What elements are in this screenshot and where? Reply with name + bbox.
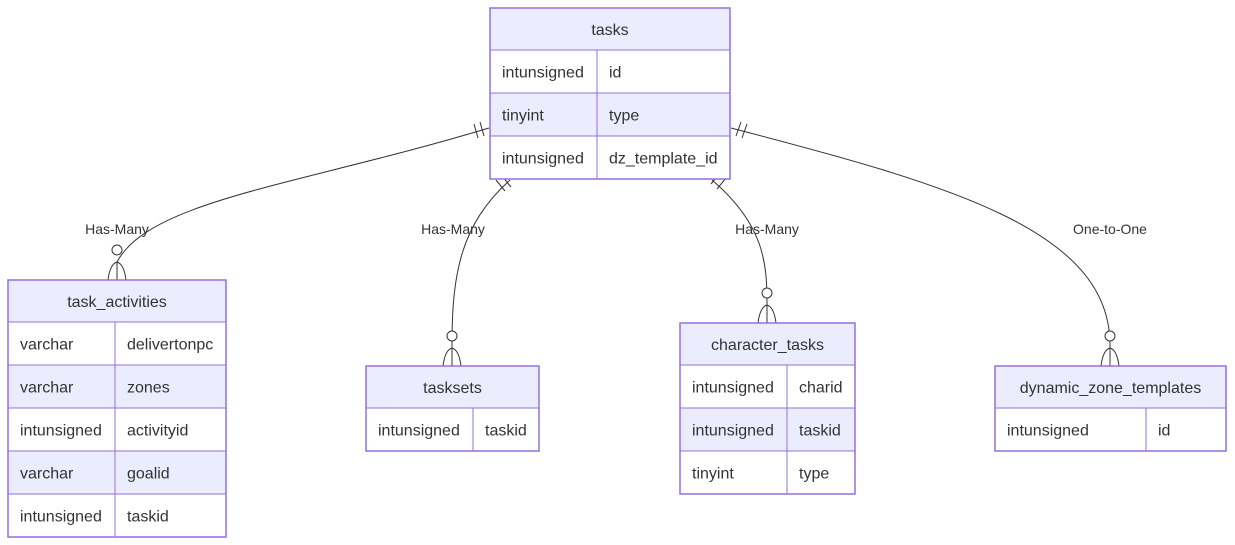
entities: tasks intunsigned id tinyint type intunsigned… [7,7,1227,538]
entity-character-tasks: character_tasks intunsigned charid intunsig… [679,322,856,495]
entity-header [490,8,730,50]
cardinality-markers [107,121,1120,367]
relationship-lines [116,127,1111,366]
attribute-row [8,322,226,365]
attribute-row [8,408,226,451]
entity-border [994,365,1227,452]
attribute-name: taskid [127,509,169,526]
attribute-type: varchar [20,337,74,354]
rel-line-tasks-tasksets [451,179,511,366]
attribute-type: intunsigned [502,151,584,168]
attribute-type: varchar [20,466,74,483]
entity-title: character_tasks [711,337,824,354]
attribute-name: zones [127,380,170,397]
rel-label-tasks-task-activities: Has-Many [85,221,149,237]
zero-many-marker [1100,330,1120,367]
attribute-row [8,494,226,537]
rel-line-tasks-character-tasks [711,179,768,323]
relationship-labels: Has-Many Has-Many Has-Many One-to-One [85,221,1147,237]
attribute-name: dz_template_id [609,151,718,168]
attribute-type: tinyint [692,466,734,483]
entity-border [365,365,540,452]
attribute-name: type [799,466,829,483]
attribute-type: tinyint [502,108,544,125]
attribute-row [490,136,730,179]
entity-header [366,366,539,408]
entity-tasks: tasks intunsigned id tinyint type intunsigned… [489,7,731,180]
entity-border [679,322,856,495]
entity-header [8,280,226,322]
entity-dynamic-zone-templates: dynamic_zone_templates intunsigned id [994,365,1227,452]
rel-label-tasks-character-tasks: Has-Many [735,221,799,237]
entity-title: task_activities [67,294,167,311]
attribute-name: id [609,65,621,82]
entity-title: tasks [591,22,628,39]
rel-label-tasks-dynamic-zone-templates: One-to-One [1073,221,1147,237]
attribute-name: taskid [799,423,841,440]
attribute-row [680,408,855,451]
attribute-name: goalid [127,466,170,483]
attribute-name: delivertonpc [127,337,213,354]
attribute-row [490,50,730,93]
entity-title: tasksets [423,380,482,397]
attribute-type: intunsigned [692,380,774,397]
zero-many-marker [107,244,127,281]
zero-many-marker [442,330,462,367]
attribute-row [366,408,539,451]
attribute-name: id [1158,423,1170,440]
attribute-row [8,451,226,494]
zero-many-marker [757,287,777,324]
entity-tasksets: tasksets intunsigned taskid [365,365,540,452]
attribute-type: varchar [20,380,74,397]
rel-line-tasks-dynamic-zone-templates [730,127,1111,366]
rel-label-tasks-tasksets: Has-Many [421,221,485,237]
attribute-type: intunsigned [378,423,460,440]
attribute-name: charid [799,380,843,397]
attribute-name: activityid [127,423,188,440]
one-only-marker [735,121,748,139]
attribute-row [995,408,1226,451]
attribute-type: intunsigned [692,423,774,440]
one-only-marker [473,121,485,139]
attribute-name: taskid [485,423,527,440]
entity-header [680,323,855,365]
attribute-row [680,451,855,494]
attribute-type: intunsigned [502,65,584,82]
attribute-name: type [609,108,639,125]
entity-border [7,279,227,538]
attribute-type: intunsigned [20,423,102,440]
attribute-row [490,93,730,136]
rel-line-tasks-task-activities [116,127,490,280]
entity-title: dynamic_zone_templates [1020,380,1201,397]
attribute-row [680,365,855,408]
attribute-type: intunsigned [20,509,102,526]
attribute-row [8,365,226,408]
entity-border [489,7,731,180]
entity-header [995,366,1226,408]
attribute-type: intunsigned [1007,423,1089,440]
